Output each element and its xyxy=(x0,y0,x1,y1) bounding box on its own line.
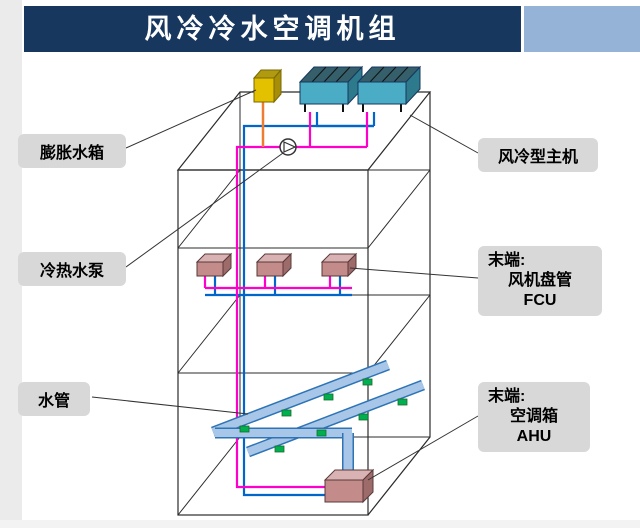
condenser-unit-1 xyxy=(298,65,364,112)
fcu-unit-1 xyxy=(195,252,233,278)
building-wireframe xyxy=(176,91,432,516)
left-margin-strip xyxy=(0,0,22,528)
connector-main-unit xyxy=(409,114,479,154)
expansion-tank xyxy=(252,68,283,147)
connector-ahu xyxy=(367,415,479,481)
label-ahu-line3: AHU xyxy=(516,428,552,445)
floor-slab-upper xyxy=(177,169,431,249)
label-ahu: 末端: 空调箱 AHU xyxy=(478,382,590,452)
label-ahu-line1: 末端: xyxy=(488,388,526,405)
connector-expansion-tank xyxy=(125,89,257,149)
bottom-margin-strip xyxy=(0,520,640,528)
label-fcu-line2: 风机盘管 xyxy=(507,272,572,289)
label-expansion-tank: 膨胀水箱 xyxy=(18,134,126,168)
label-connector-lines xyxy=(91,89,479,481)
label-pipe: 水管 xyxy=(18,382,90,416)
page-title: 风冷冷水空调机组 xyxy=(24,6,521,52)
connector-fcu xyxy=(349,267,479,279)
label-main-unit: 风冷型主机 xyxy=(478,138,598,172)
pump-symbol xyxy=(279,138,297,156)
label-fcu-line1: 末端: xyxy=(488,252,526,269)
title-accent-bar xyxy=(524,6,640,52)
label-fcu: 末端: 风机盘管 FCU xyxy=(478,246,602,316)
label-ahu-line2: 空调箱 xyxy=(509,408,558,425)
connector-pipe xyxy=(91,396,249,415)
air-diffusers xyxy=(239,378,408,453)
floor-slab-lower xyxy=(177,294,431,374)
fcu-unit-2 xyxy=(255,252,293,278)
ahu-unit xyxy=(323,468,375,504)
fcu-unit-3 xyxy=(320,252,358,278)
label-fcu-line3: FCU xyxy=(523,292,557,309)
label-pump: 冷热水泵 xyxy=(18,252,126,286)
air-duct-network xyxy=(211,359,425,480)
connector-pump xyxy=(125,152,284,268)
fcu-units xyxy=(195,252,358,278)
supply-pipe-pink xyxy=(203,112,369,489)
condenser-unit-2 xyxy=(356,65,422,112)
